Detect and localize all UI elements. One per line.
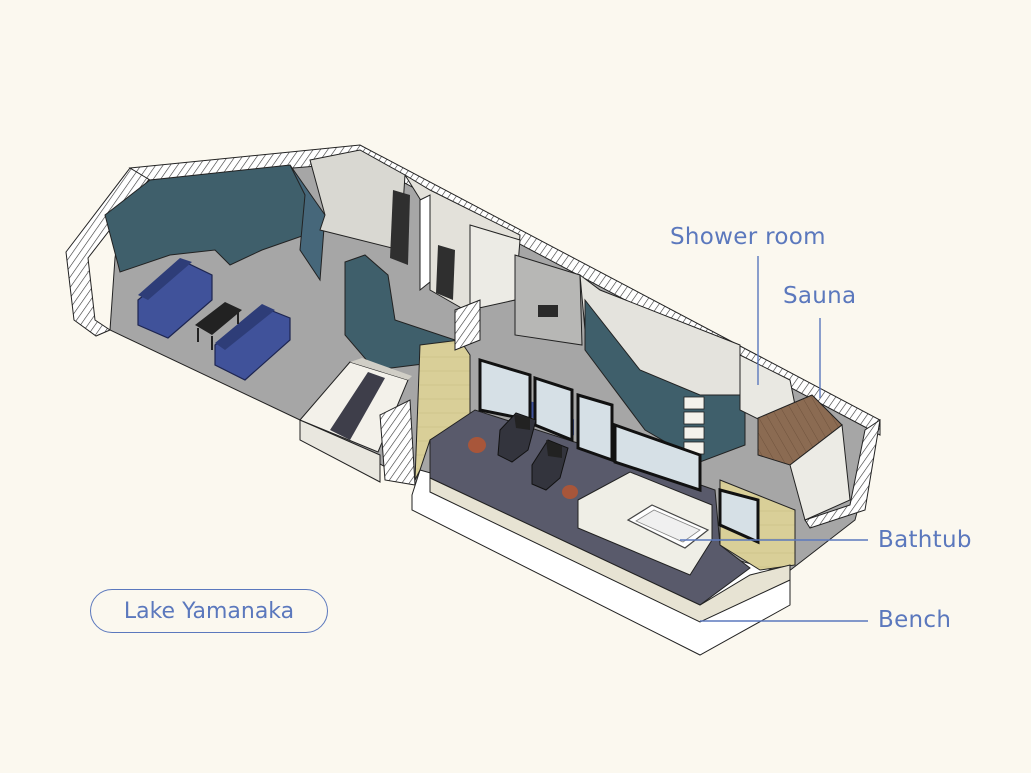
sofa-icon: [137, 258, 213, 339]
bench: [429, 477, 791, 623]
coffee-table: [195, 302, 242, 350]
sofa-icon: [214, 304, 291, 381]
teal-bath-wall: [584, 298, 746, 463]
stool: [562, 485, 578, 499]
middle-rooms: [404, 174, 583, 436]
living-room: [104, 149, 456, 453]
doorway: [390, 190, 410, 265]
leader-lines: [680, 256, 868, 622]
location-name: Lake Yamanaka: [123, 598, 295, 624]
location-badge: Lake Yamanaka: [90, 589, 328, 633]
bench-label: Bench: [878, 607, 952, 633]
shower-room-label: Shower room: [670, 224, 826, 250]
living-back-wall: [104, 164, 311, 273]
stool: [468, 437, 486, 453]
lounge-chair-icon: [497, 412, 537, 463]
living-side-wall: [289, 164, 326, 282]
bathroom-block: [579, 273, 851, 521]
hatched-pillars: [379, 299, 481, 486]
bathtub-icon: [626, 504, 710, 549]
wall-niches: [683, 396, 705, 455]
lounge-chair-icon: [531, 439, 569, 491]
terrace: [414, 339, 796, 623]
sauna-label: Sauna: [783, 283, 857, 309]
bathtub-label: Bathtub: [878, 527, 972, 553]
